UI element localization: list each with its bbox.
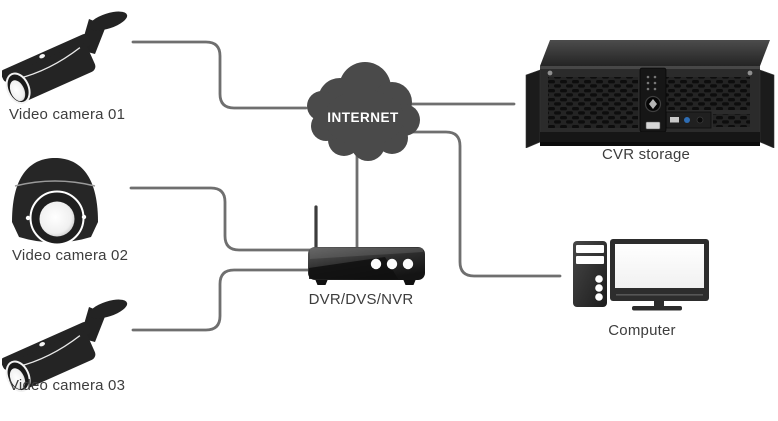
dvr-foot-right	[403, 279, 416, 285]
rack-bottom-lip	[540, 132, 760, 144]
rack-ear-right	[759, 69, 775, 148]
camera1-label: Video camera 01	[9, 106, 126, 123]
internet-cloud-icon: INTERNET	[307, 62, 420, 161]
dvr-sheen	[310, 248, 423, 259]
cvr-label: CVR storage	[601, 146, 691, 163]
dome-screw-right	[81, 214, 87, 220]
tower-buttons	[595, 275, 603, 301]
monitor-stand-base	[632, 306, 682, 311]
camera3-label: Video camera 03	[9, 377, 126, 394]
dome-camera-icon	[12, 158, 98, 246]
bullet-camera-1-icon	[2, 6, 137, 104]
rack-screw-right	[747, 70, 753, 76]
monitor-screen	[615, 244, 704, 288]
camera2-label: Video camera 02	[12, 247, 129, 264]
monitor-speaker-line	[616, 294, 703, 296]
rack-usb-slot	[645, 121, 661, 130]
computer-label: Computer	[608, 322, 676, 339]
rack-front-edge	[540, 66, 760, 69]
dome-lens-glass	[39, 201, 75, 237]
rack-vents	[548, 77, 750, 128]
rack-control-strip	[639, 67, 667, 133]
dvr-icon	[308, 205, 425, 285]
monitor-stand-neck	[654, 301, 664, 307]
wire-camera3-dvr	[131, 268, 314, 332]
computer-monitor	[610, 239, 709, 311]
internet-label: INTERNET	[327, 110, 399, 125]
cloud-shape	[307, 62, 420, 161]
wire-internet-computer	[406, 130, 562, 278]
rack-base-line	[540, 142, 760, 146]
cvr-storage-icon	[525, 40, 775, 148]
rack-screw-left	[547, 70, 553, 76]
dvr-foot-left	[315, 279, 328, 285]
dvr-label: DVR/DVS/NVR	[308, 291, 414, 308]
wire-camera2-dvr	[129, 186, 314, 252]
dome-screw-left	[25, 215, 31, 221]
computer-icon	[573, 239, 709, 311]
rack-top-face	[540, 40, 770, 66]
rack-io-subpanel	[665, 111, 712, 129]
dome-seam	[14, 180, 96, 187]
dvr-led-dots	[370, 258, 414, 270]
rack-ear-left	[525, 69, 541, 148]
wire-camera1-internet	[131, 40, 308, 110]
computer-tower	[573, 241, 607, 307]
